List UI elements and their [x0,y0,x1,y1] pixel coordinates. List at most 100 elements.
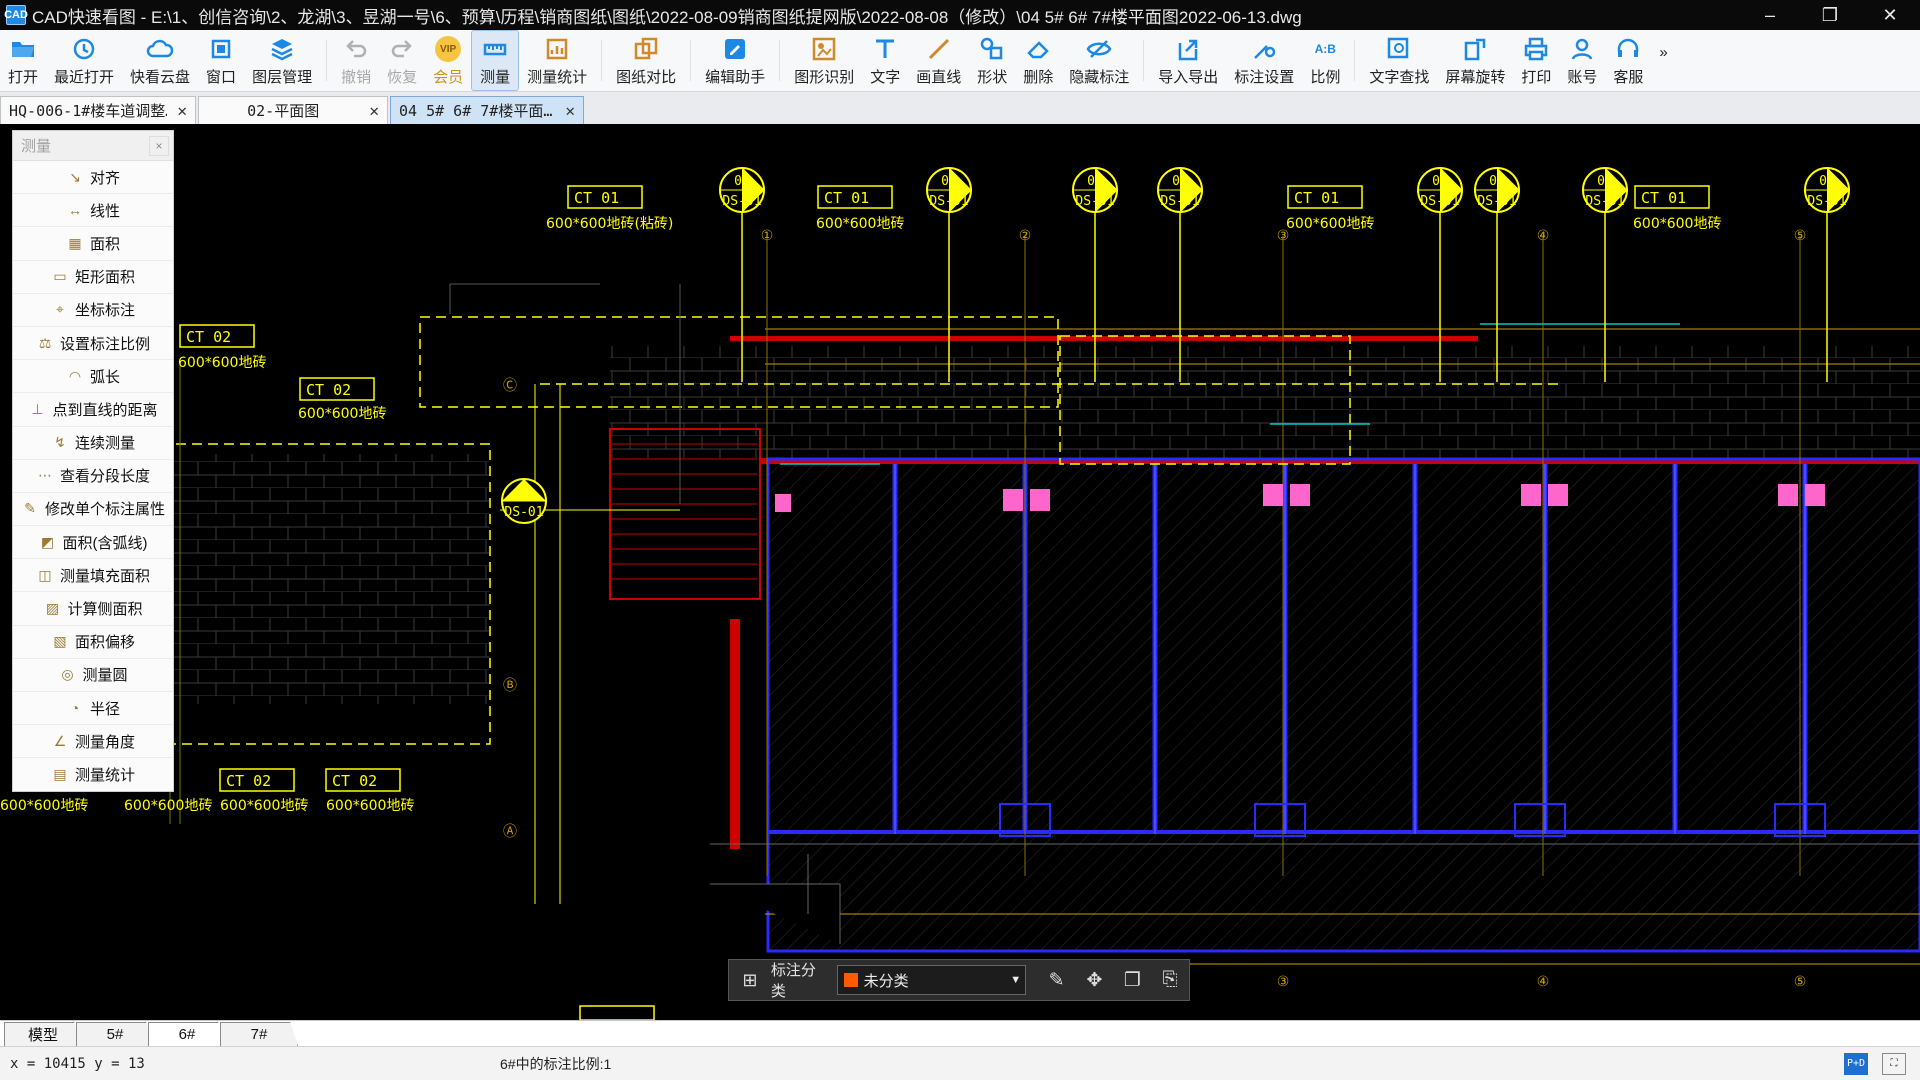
anno-category-select[interactable]: 未分类 ▼ [836,965,1026,995]
marker-num: 09 [734,174,750,189]
status-bar: x = 10415 y = 13 6#中的标注比例:1 P+D ⛶ [0,1046,1920,1080]
text-search-button[interactable]: 文字查找 [1361,30,1437,91]
ratio-button[interactable]: A:B 比例 [1302,30,1348,91]
measure-radius[interactable]: ◔半径 [13,692,173,726]
rotate-button[interactable]: 屏幕旋转 [1437,30,1513,91]
ct-label: CT 02 [306,381,351,399]
recent-label: 最近打开 [54,69,115,86]
shape-recog-button[interactable]: 图形识别 [786,30,862,91]
account-button[interactable]: 账号 [1559,30,1605,91]
undo-button[interactable]: 撤销 [333,30,379,91]
hide-anno-button[interactable]: 隐藏标注 [1061,30,1137,91]
measure-side-area[interactable]: ▨计算侧面积 [13,592,173,626]
radius-icon: ◔ [70,700,80,717]
grid-icon[interactable]: ⊞ [742,969,758,990]
doc-tab[interactable]: 02-平面图 ✕ [198,96,388,124]
shape-button[interactable]: 形状 [969,30,1015,91]
measure-linear[interactable]: ↔线性 [13,194,173,228]
measure-edit-anno[interactable]: ✎修改单个标注属性 [13,493,173,527]
layers-button[interactable]: 图层管理 [244,30,320,91]
edit-helper-button[interactable]: 编辑助手 [697,30,773,91]
stair-treads [612,443,757,580]
measure-stats[interactable]: ▤测量统计 [13,758,173,791]
measure-rect-area[interactable]: ▭矩形面积 [13,261,173,294]
close-icon[interactable]: ✕ [177,101,187,120]
measure-segments[interactable]: ⋯查看分段长度 [13,460,173,493]
measure-circle[interactable]: ◎测量圆 [13,659,173,692]
measure-coord[interactable]: ⌖坐标标注 [13,294,173,327]
measure-continuous[interactable]: ↯连续测量 [13,427,173,460]
close-icon[interactable]: × [149,135,169,156]
ct-tag-text: CT 01 CT 01 CT 01 CT 01 CT 02 CT 02 CT 0… [186,189,1686,790]
measure-point-line[interactable]: ⊥点到直线的距离 [13,393,173,427]
measure-area[interactable]: ▦ 面积 [13,227,173,261]
dashed-region [1059,335,1351,465]
folder-open-icon [8,34,38,64]
layout-tab-model[interactable]: 模型 [4,1022,82,1046]
close-button[interactable]: ✕ [1882,4,1898,25]
close-icon[interactable]: ✕ [565,101,575,120]
tile-note: 600*600地砖 [1286,216,1374,232]
cloud-button[interactable]: 快看云盘 [122,30,198,91]
window-button[interactable]: 窗口 [198,30,244,91]
axis-label: ⑤ [1794,974,1807,990]
snap-toggle-button[interactable]: P+D [1844,1052,1868,1075]
window-icon [206,34,236,64]
copy-icon[interactable]: ❐ [1123,969,1141,991]
measure-area-arc[interactable]: ◩面积(含弧线) [13,526,173,560]
measure-align[interactable]: ↘对齐 [13,161,173,195]
compare-button[interactable]: 图纸对比 [608,30,684,91]
line-button[interactable]: 画直线 [908,30,969,91]
print-button[interactable]: 打印 [1513,30,1559,91]
doc-tab-active[interactable]: 04 5# 6# 7#楼平面… ✕ [390,96,584,124]
service-button[interactable]: 客服 [1605,30,1651,91]
layout-tab-5[interactable]: 5# [76,1022,154,1046]
measure-arc[interactable]: ◠弧长 [13,360,173,394]
document-tabs: HQ-006-1#楼车道调整… ✕ 02-平面图 ✕ 04 5# 6# 7#楼平… [0,92,1920,124]
layers-icon [267,34,297,64]
vip-button[interactable]: VIP 会员 [425,30,471,91]
measure-button[interactable]: 测量 [471,30,520,91]
text-button[interactable]: 文字 [862,30,908,91]
tile-note: 600*600地砖 [220,798,308,814]
scale-icon: ⚖ [38,334,52,351]
yellow-axes [766,236,1801,876]
move-icon[interactable]: ✥ [1086,969,1103,991]
maximize-button[interactable]: ❐ [1821,4,1839,25]
more-button[interactable]: » [1651,30,1675,91]
doc-tab[interactable]: HQ-006-1#楼车道调整… ✕ [0,96,196,124]
open-button[interactable]: 打开 [0,30,46,91]
angle-icon: ∠ [53,732,67,749]
measure-fill-area[interactable]: ◫测量填充面积 [13,559,173,593]
anno-settings-button[interactable]: 标注设置 [1226,30,1302,91]
edit-icon[interactable]: ✎ [1048,969,1065,991]
gray-lines [710,843,1920,944]
layout-tab-6[interactable]: 6# [148,1022,226,1046]
redo-button[interactable]: 恢复 [379,30,425,91]
circle-icon: ◎ [61,666,74,683]
measure-area-offset[interactable]: ▧面积偏移 [13,626,173,659]
drawing-canvas[interactable]: 09 DS-01 03 DS-01 04 DS-01 03 DS-01 03 D… [0,124,1920,1020]
close-icon[interactable]: ✕ [369,101,379,120]
recent-button[interactable]: 最近打开 [46,30,122,91]
paste-icon[interactable]: ⎘ [1162,969,1178,990]
hide-anno-label: 隐藏标注 [1069,69,1130,86]
delete-button[interactable]: 删除 [1015,30,1061,91]
layout-tab-7[interactable]: 7# [220,1022,298,1046]
measure-item-label: 点到直线的距离 [52,401,158,419]
measure-angle[interactable]: ∠测量角度 [13,725,173,759]
open-label: 打开 [8,69,39,86]
area-arc-icon: ◩ [40,533,55,550]
measure-item-label: 线性 [89,202,120,220]
minimize-button[interactable]: – [1764,4,1775,25]
measure-set-scale[interactable]: ⚖设置标注比例 [13,327,173,361]
measure-stats-button[interactable]: 测量统计 [519,30,595,91]
measure-item-label: 面积 [89,235,120,253]
area-icon: ▦ [68,234,82,251]
red-wall [730,619,740,849]
measure-item-label: 对齐 [89,169,120,187]
shape-icon [977,34,1007,64]
marker-num: 03 [941,174,957,189]
import-export-button[interactable]: 导入导出 [1150,30,1226,91]
fullscreen-icon[interactable]: ⛶ [1882,1052,1906,1075]
